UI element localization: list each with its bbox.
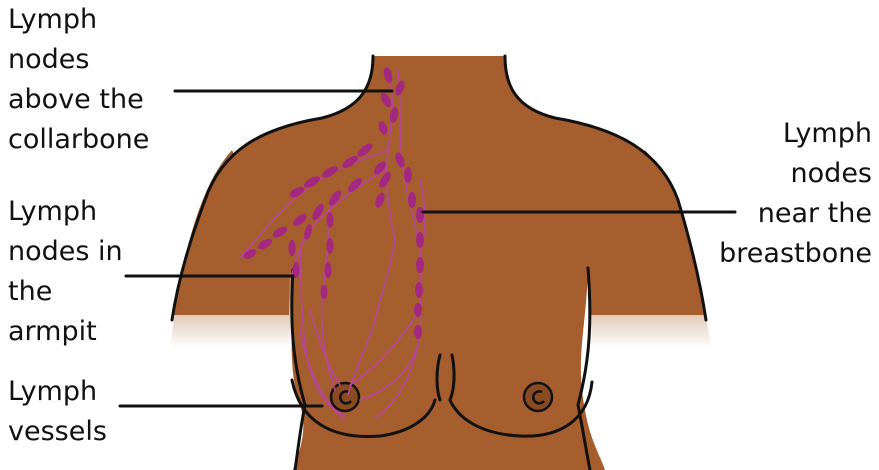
label-breastbone-nodes: Lymph nodes near the breastbone	[719, 114, 872, 274]
label-armpit-nodes: Lymph nodes in the armpit	[8, 192, 123, 352]
label-lymph-vessels: Lymph vessels	[8, 372, 107, 452]
label-collarbone-nodes: Lymph nodes above the collarbone	[8, 0, 149, 160]
torso-body	[172, 56, 705, 470]
